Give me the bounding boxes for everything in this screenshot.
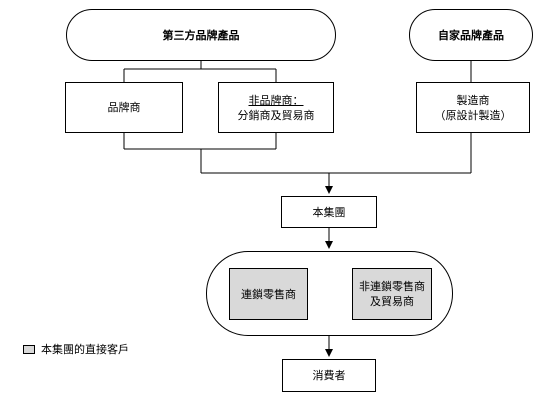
legend-label: 本集團的直接客戶 — [41, 343, 129, 356]
manufacturers-label: 製造商 — [456, 93, 490, 107]
chain-retailers-node: 連鎖零售商 — [229, 268, 308, 320]
non-brand-owners-detail: 分銷商及貿易商 — [237, 108, 315, 122]
manufacturers-detail: （原設計製造） — [434, 108, 512, 122]
third-party-brand-products-node: 第三方品牌產品 — [66, 9, 336, 61]
chain-retailers-label: 連鎖零售商 — [241, 287, 296, 301]
brand-owners-label: 品牌商 — [107, 101, 141, 114]
legend-swatch — [23, 344, 35, 354]
non-chain-retailers-label-line2: 及貿易商 — [370, 295, 414, 308]
consumers-label: 消費者 — [312, 369, 346, 382]
legend: 本集團的直接客戶 — [23, 341, 129, 357]
own-brand-products-node: 自家品牌產品 — [409, 9, 533, 61]
non-brand-owners-node: 非品牌商： 分銷商及貿易商 — [218, 82, 334, 133]
manufacturers-node: 製造商 （原設計製造） — [416, 82, 530, 133]
brand-owners-node: 品牌商 — [65, 82, 183, 133]
non-brand-owners-heading: 非品牌商： — [248, 93, 304, 107]
non-chain-retailers-node: 非連鎖零售商 及貿易商 — [352, 268, 432, 320]
non-chain-retailers-label-line1: 非連鎖零售商 — [359, 280, 425, 293]
own-brand-products-label: 自家品牌產品 — [438, 29, 504, 42]
group-node: 本集團 — [281, 196, 377, 228]
third-party-brand-products-label: 第三方品牌產品 — [162, 29, 240, 42]
consumers-node: 消費者 — [282, 359, 376, 392]
group-label: 本集團 — [312, 205, 346, 219]
